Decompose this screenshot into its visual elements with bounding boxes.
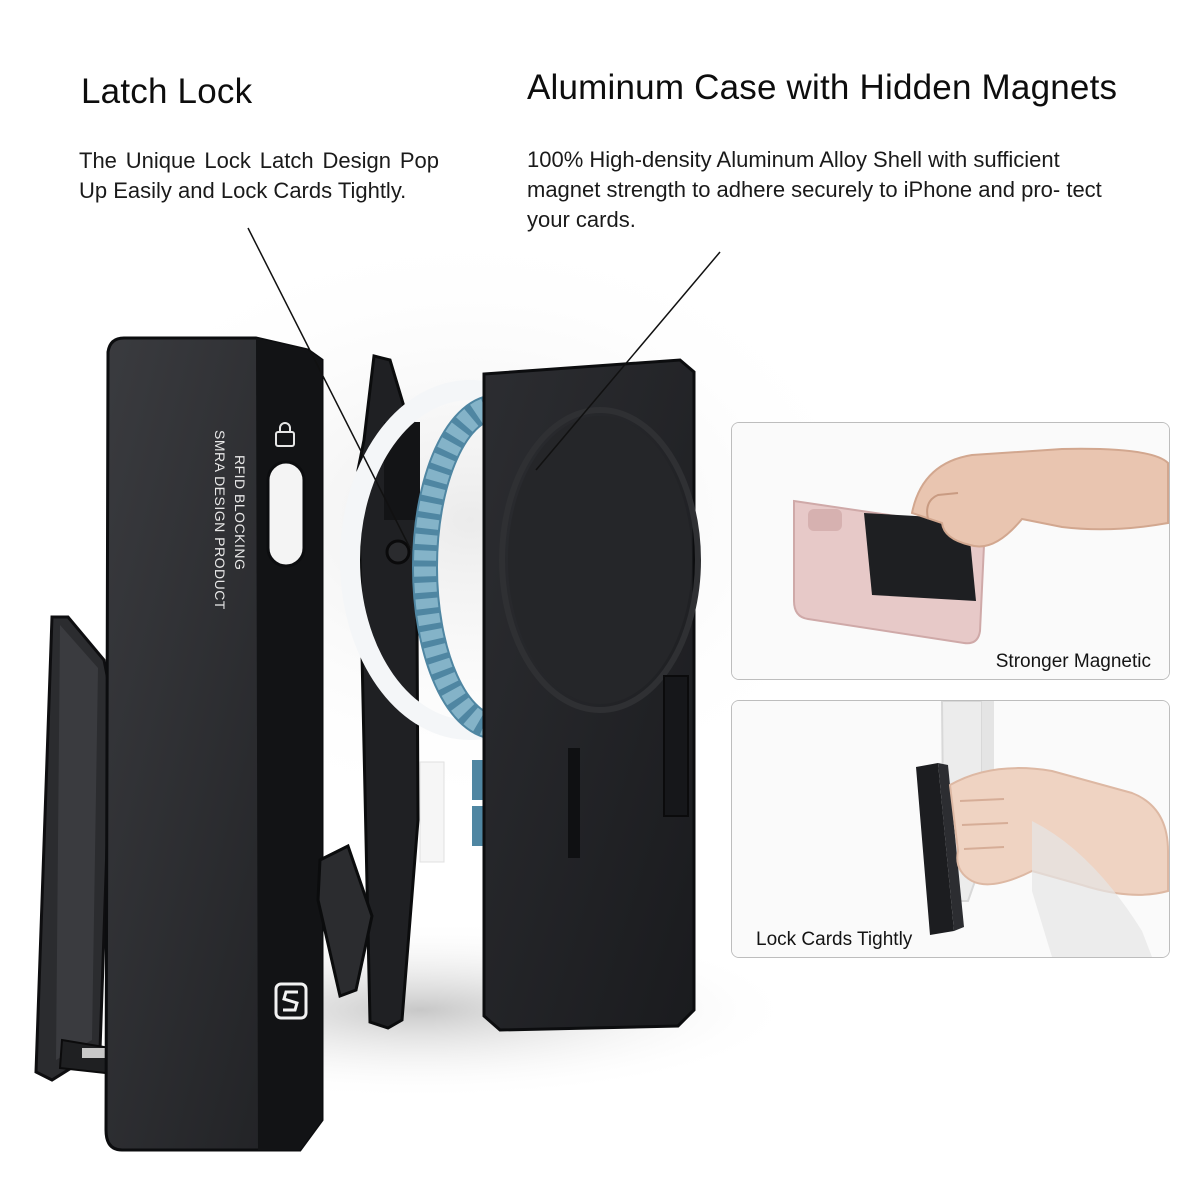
design-print: SMRA DESIGN PRODUCT	[212, 430, 228, 610]
magnet-callout-line	[535, 251, 721, 471]
latch-lock-description: The Unique Lock Latch Design Pop Up Easi…	[79, 148, 439, 203]
aluminum-back-plate	[482, 358, 701, 1032]
hand-attaching-wallet-photo	[732, 423, 1169, 679]
panel-2-caption: Lock Cards Tightly	[756, 929, 913, 950]
panel-1-caption: Stronger Magnetic	[995, 651, 1151, 672]
lock-icon	[275, 422, 295, 447]
latch-lock-heading: Latch Lock	[81, 72, 253, 111]
stronger-magnetic-panel: Stronger Magnetic	[731, 422, 1170, 680]
rfid-print: RFID BLOCKING	[232, 455, 248, 571]
aluminum-case-heading: Aluminum Case with Hidden Magnets	[527, 68, 1118, 107]
latch-callout-line	[247, 227, 411, 549]
hand-holding-wallet-photo	[732, 701, 1169, 957]
lock-cards-panel: Lock Cards Tightly	[731, 700, 1170, 958]
brand-logo-icon	[274, 982, 308, 1020]
wallet-case-body	[104, 336, 324, 1152]
aluminum-case-description: 100% High-density Aluminum Alloy Shell w…	[527, 147, 1102, 232]
